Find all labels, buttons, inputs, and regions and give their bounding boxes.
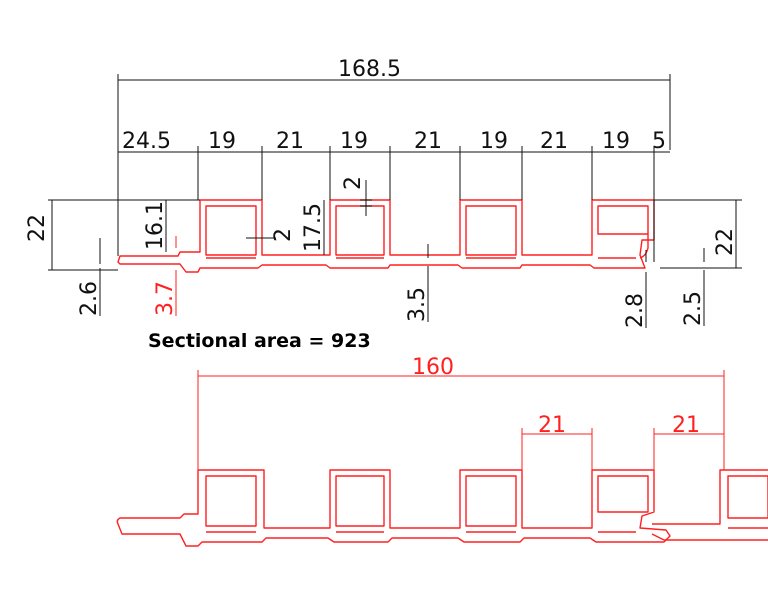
seg-label-3: 19: [340, 129, 368, 154]
top-profile: [117, 199, 655, 273]
gap-b-label: 21: [672, 413, 700, 438]
left-height-label: 22: [25, 214, 50, 242]
bottom-web-label: 3.5: [405, 287, 430, 322]
lip-left-red-label: 3.7: [153, 281, 178, 316]
seg-label-4: 21: [414, 129, 442, 154]
lip-right-outer-label: 2.5: [681, 291, 706, 326]
top-wall-label: 2: [341, 176, 366, 190]
seg-label-5: 19: [480, 129, 508, 154]
red-marker: 3.7: [153, 236, 178, 316]
lip-left-label: 2.6: [77, 281, 102, 316]
inner-height-label: 16.1: [143, 201, 168, 250]
bottom-overall-label: 160: [412, 355, 454, 380]
right-height-label: 22: [713, 228, 738, 256]
overall-width-label: 168.5: [338, 57, 401, 82]
sectional-area-caption: Sectional area = 923: [148, 330, 371, 352]
bottom-profile: 160 21 21: [116, 355, 768, 547]
wall-small-label: 2: [271, 228, 296, 242]
seg-label-8: 5: [652, 129, 666, 154]
lip-right-label: 2.8: [623, 293, 648, 328]
cell-height-label: 17.5: [301, 203, 326, 252]
gap-a-label: 21: [538, 413, 566, 438]
seg-label-0: 24.5: [122, 129, 171, 154]
seg-label-6: 21: [540, 129, 568, 154]
seg-label-1: 19: [208, 129, 236, 154]
top-dimensions: 168.5 24.5 19 21 19 21 19 21 19 5 22 16.…: [25, 57, 742, 328]
seg-label-2: 21: [276, 129, 304, 154]
seg-label-7: 19: [602, 129, 630, 154]
